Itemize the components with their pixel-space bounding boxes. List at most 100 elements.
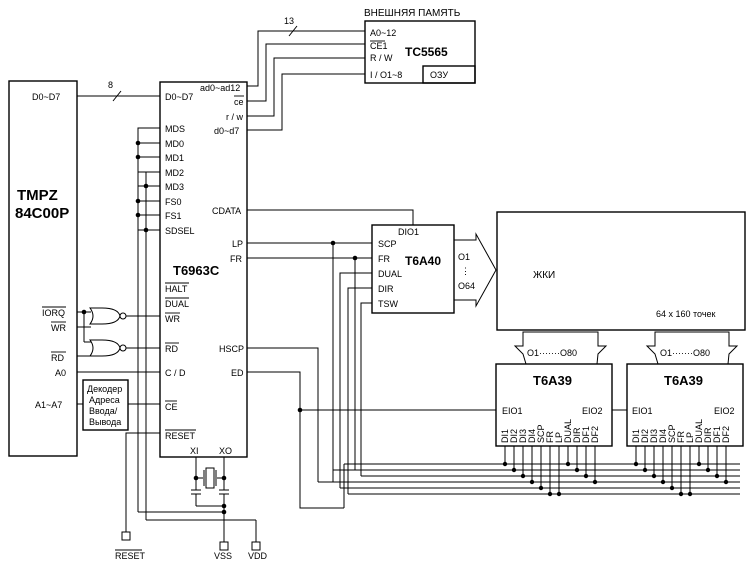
t6a39_1-pin-1: DI2 — [509, 429, 519, 443]
ctrl-pin-xo: XO — [219, 446, 232, 456]
t6a39_2-pin-4: SCP — [667, 424, 677, 443]
cpu-pin-iorq: IORQ — [42, 308, 65, 318]
ctrl-pin-ce-out: ce — [234, 97, 244, 107]
cpu-pin-wr: WR — [51, 323, 66, 333]
mem-pin-rw: R / W — [370, 53, 393, 63]
column-driver-2-eio2: EIO2 — [714, 406, 735, 416]
decoder-line-4: Вывода — [89, 417, 121, 427]
ctrl-pin-wr: WR — [165, 314, 180, 324]
controller-name: T6963C — [173, 263, 220, 278]
column-driver-1-eio1: EIO1 — [502, 406, 523, 416]
or-gate-write — [89, 307, 121, 325]
ctrl-pin-dual: DUAL — [165, 299, 189, 309]
t6a39_1-pin-10: DF2 — [590, 426, 600, 443]
t6a39_1-pin-5: FR — [545, 431, 555, 443]
controller-chip — [159, 81, 248, 458]
ctrl-pin-mds: MDS — [165, 124, 185, 134]
ctrl-pin-reset: RESET — [165, 431, 196, 441]
ctrl-pin-xi: XI — [190, 446, 199, 456]
t6a39_2-pin-2: DI3 — [649, 429, 659, 443]
t6a39_1-pin-7: DUAL — [563, 419, 573, 443]
row-driver-pin-dual: DUAL — [378, 269, 402, 279]
column-driver-1-arrow — [513, 331, 608, 365]
cpu-pin-a1-a7: A1~A7 — [35, 400, 62, 410]
t6a39_2-pin-9: DF1 — [712, 426, 722, 443]
t6a39_1-pin-9: DF1 — [581, 426, 591, 443]
ctrl-pin-fs1: FS1 — [165, 211, 182, 221]
t6a39_2-pin-3: DI4 — [658, 429, 668, 443]
ctrl-pin-hscp: HSCP — [219, 344, 244, 354]
or-gate-read-bubble — [119, 344, 127, 352]
mem-pin-ce1: CE1 — [370, 41, 388, 51]
t6a39_2-pin-6: LP — [685, 432, 695, 443]
mem-pin-a0-12: A0~12 — [370, 28, 396, 38]
t6a39_1-pin-2: DI3 — [518, 429, 528, 443]
wiring: 13 8 — [77, 16, 740, 551]
ctrl-pin-ce: CE — [165, 402, 178, 412]
ram-label-box — [422, 65, 476, 84]
reset-terminal-label: RESET — [115, 551, 146, 561]
column-driver-1-outputs: O1·······O80 — [527, 348, 577, 358]
ctrl-pin-rw: r / w — [226, 112, 243, 122]
ctrl-pin-rd: RD — [165, 344, 178, 354]
ctrl-pin-ed: ED — [231, 368, 244, 378]
or-gate-write-bubble — [119, 312, 127, 320]
ctrl-pin-cd: C / D — [165, 368, 186, 378]
cpu-pin-a0: A0 — [55, 368, 66, 378]
ctrl-pin-md2: MD2 — [165, 168, 184, 178]
cpu-pin-rd: RD — [51, 353, 64, 363]
ctrl-pin-md0: MD0 — [165, 139, 184, 149]
mem-pin-io: I / O1~8 — [370, 70, 402, 80]
lcd-size: 64 x 160 точек — [656, 309, 716, 319]
vss-terminal-label: VSS — [214, 551, 232, 561]
row-driver-output-arrow — [454, 232, 497, 308]
t6a39_2-pin-0: DI1 — [631, 429, 641, 443]
address-bus-width: 13 — [284, 16, 294, 26]
ext-memory-chip — [364, 20, 476, 84]
ram-label: ОЗУ — [430, 70, 448, 80]
column-driver-2-chip — [626, 363, 744, 447]
t6a39_2-pin-7: DUAL — [694, 419, 704, 443]
row-driver-pin-dir: DIR — [378, 284, 394, 294]
row-driver-out-o64: O64 — [458, 281, 475, 291]
decoder-line-1: Декодер — [87, 384, 122, 394]
column-driver-2-outputs: O1·······O80 — [660, 348, 710, 358]
row-driver-pin-scp: SCP — [378, 239, 397, 249]
cpu-pin-data: D0~D7 — [32, 92, 60, 102]
cpu-name-line2: 84C00P — [15, 205, 69, 222]
t6a39_2-pin-8: DIR — [703, 427, 713, 443]
ctrl-pin-d0-d7-out: d0~d7 — [214, 126, 239, 136]
ctrl-pin-lp: LP — [232, 239, 243, 249]
t6a39_1-pin-6: LP — [554, 432, 564, 443]
ctrl-pin-md1: MD1 — [165, 153, 184, 163]
io-address-decoder — [82, 379, 129, 431]
ctrl-pin-sdsel: SDSEL — [165, 226, 195, 236]
ctrl-pin-fs0: FS0 — [165, 197, 182, 207]
column-driver-2-eio1: EIO1 — [632, 406, 653, 416]
decoder-line-2: Адреса — [89, 395, 120, 405]
row-driver-pin-fr: FR — [378, 254, 390, 264]
column-driver-2-arrow — [645, 331, 739, 365]
row-driver-pin-tsw: TSW — [378, 299, 399, 309]
or-gate-read — [89, 339, 121, 357]
ctrl-pin-d0-d7: D0~D7 — [165, 92, 193, 102]
t6a39_2-pin-5: FR — [676, 431, 686, 443]
vdd-terminal-label: VDD — [248, 551, 268, 561]
controller-right-pins: ad0~ad12 ce r / w d0~d7 CDATA LP FR HSCP… — [200, 83, 244, 378]
controller-left-pins: D0~D7 MDS MD0 MD1 MD2 MD3 FS0 FS1 SDSEL … — [165, 92, 196, 441]
column-driver-2-name: T6A39 — [664, 373, 703, 388]
lcd-label: ЖКИ — [533, 270, 555, 281]
t6a39_1-pin-3: DI4 — [527, 429, 537, 443]
cpu-chip — [8, 80, 78, 457]
t6a39_1-pin-0: DI1 — [500, 429, 510, 443]
t6a39_2-pin-1: DI2 — [640, 429, 650, 443]
column-driver-1-name: T6A39 — [533, 373, 572, 388]
row-driver-pin-dio1: DIO1 — [398, 227, 419, 237]
ctrl-pin-fr: FR — [230, 254, 242, 264]
column-driver-1-chip — [495, 363, 613, 447]
column-driver-1-eio2: EIO2 — [582, 406, 603, 416]
row-driver-out-o1: O1 — [458, 252, 470, 262]
